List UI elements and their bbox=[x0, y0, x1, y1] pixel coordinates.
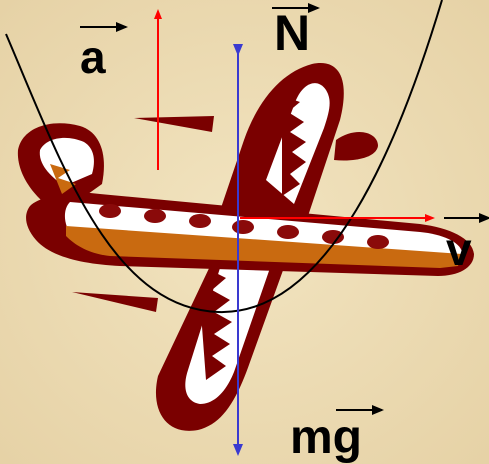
tail bbox=[17, 123, 104, 214]
window bbox=[232, 220, 254, 234]
acceleration-label: a bbox=[80, 31, 106, 83]
window bbox=[99, 204, 121, 218]
window bbox=[277, 225, 299, 239]
window bbox=[322, 230, 344, 244]
normal-force-label: N bbox=[274, 5, 311, 61]
trajectory-curve bbox=[5, 0, 443, 314]
lower-wing bbox=[155, 262, 286, 431]
window bbox=[189, 214, 211, 228]
gravity-force-label: mg bbox=[290, 411, 362, 464]
windows bbox=[99, 204, 389, 249]
motion-streaks bbox=[72, 116, 214, 312]
window bbox=[144, 209, 166, 223]
airplane-icon bbox=[17, 63, 475, 431]
velocity-label: v bbox=[446, 223, 472, 275]
window bbox=[367, 235, 389, 249]
